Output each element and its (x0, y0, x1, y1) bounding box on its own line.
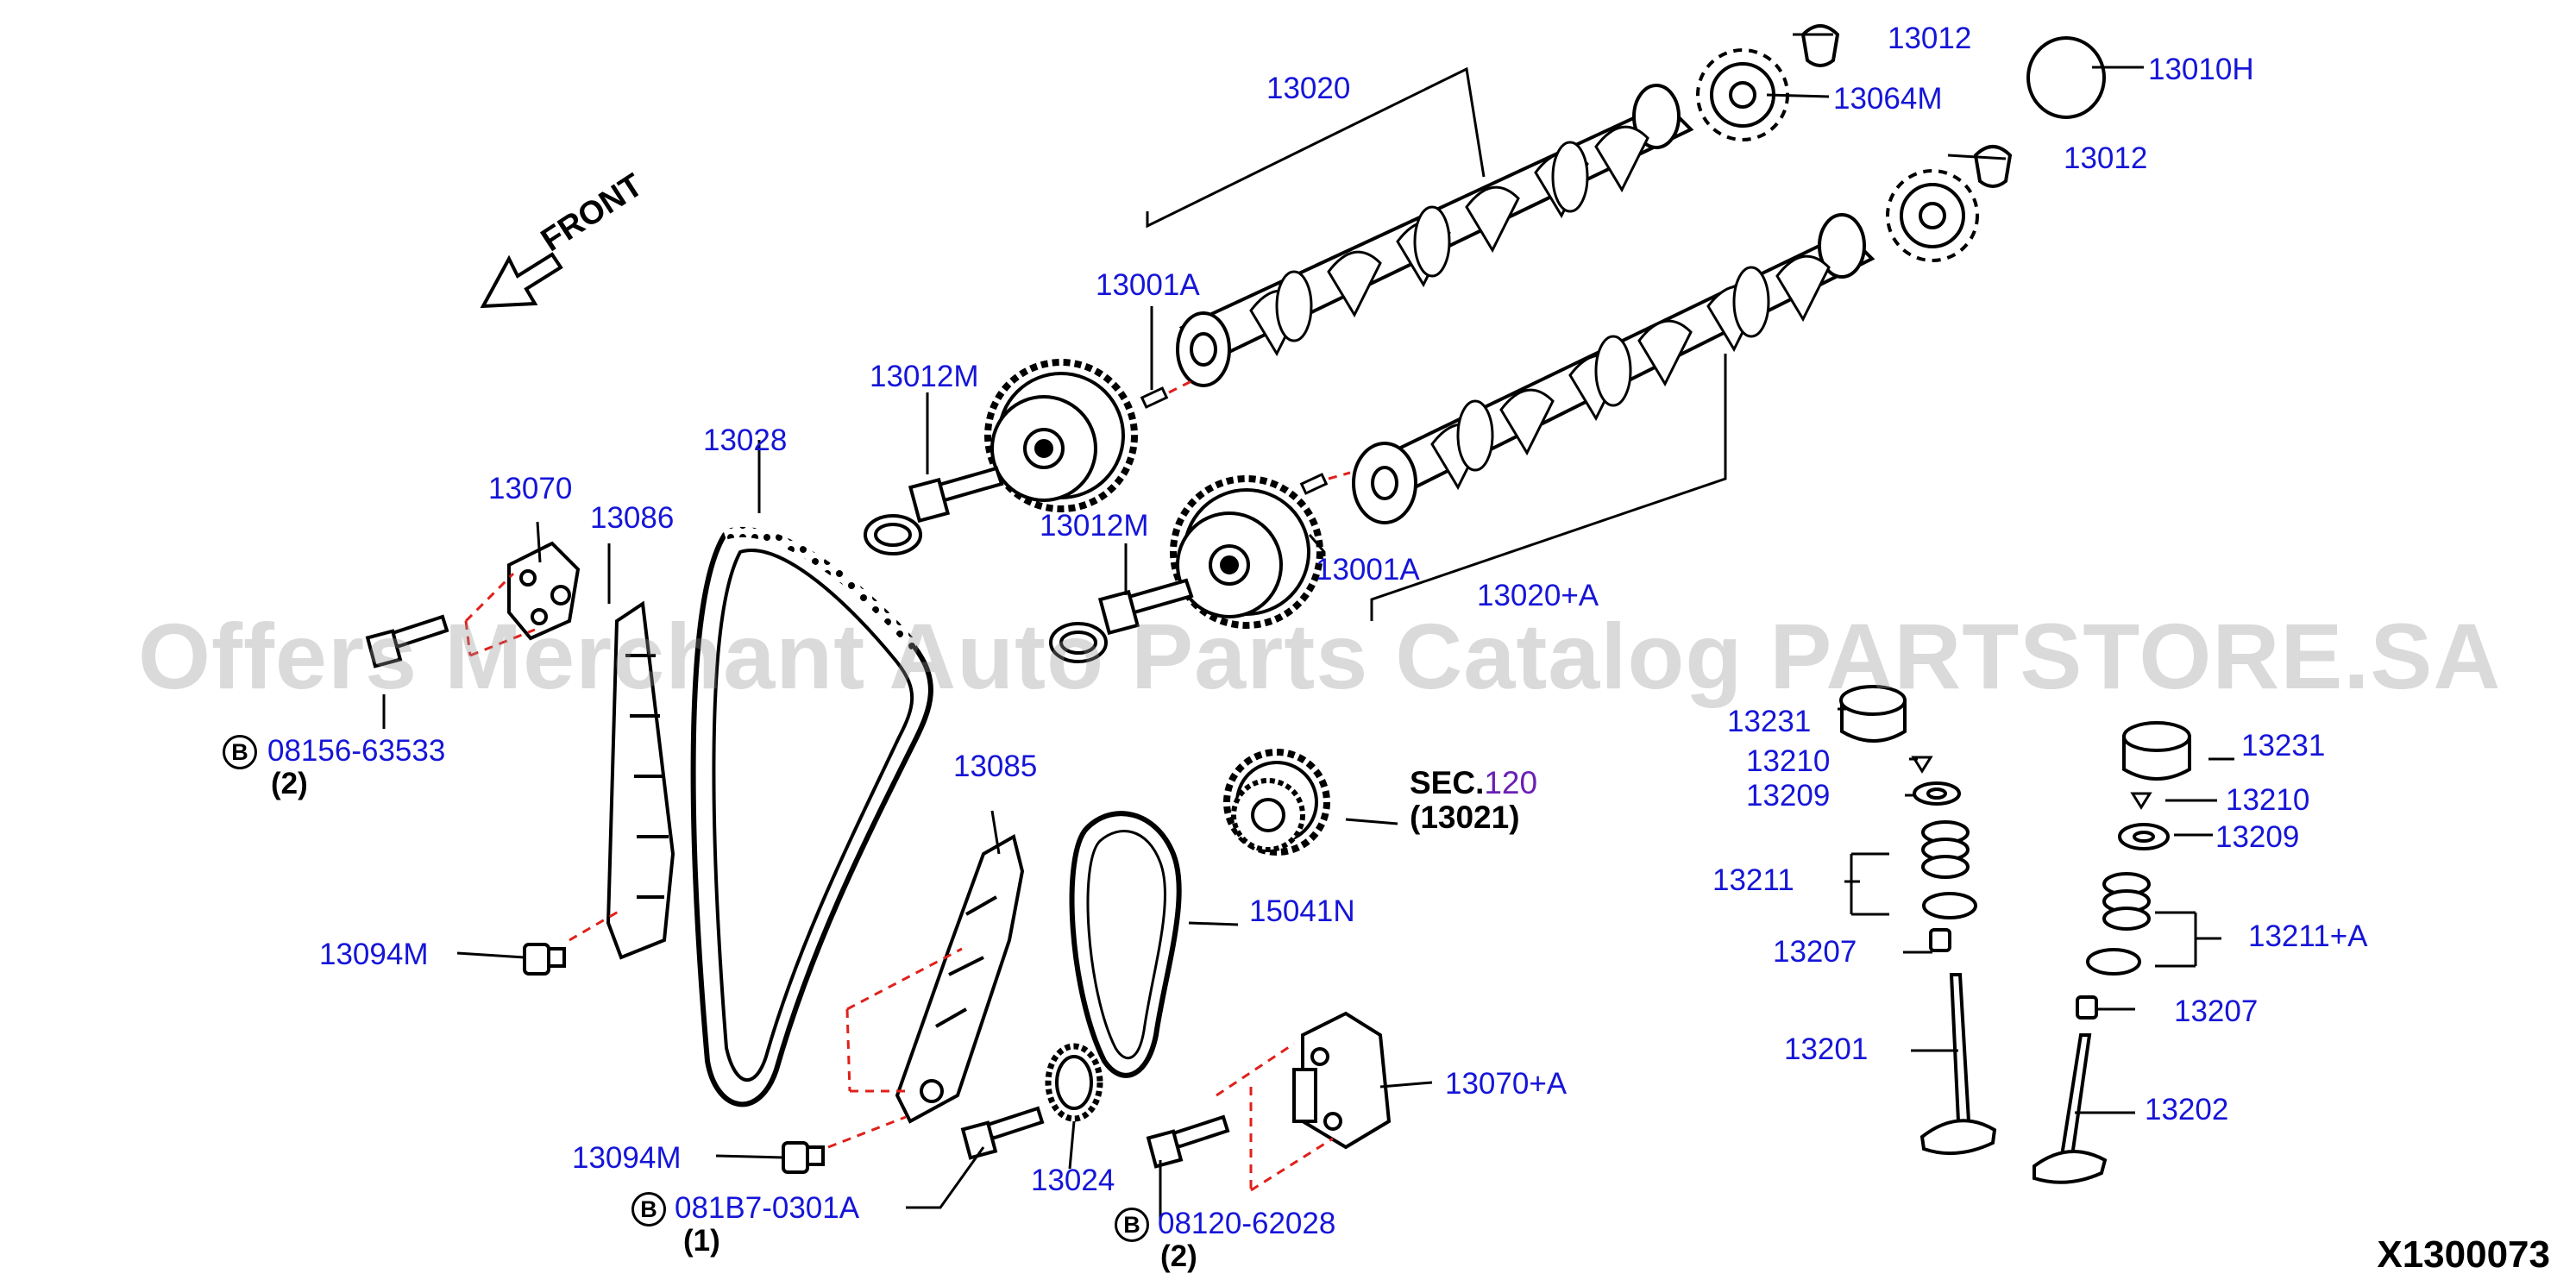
assembly-dash-lines (464, 378, 1351, 1192)
part-label-13201[interactable]: 13201 (1784, 1032, 1869, 1066)
chain-tensioner-left (507, 541, 581, 641)
part-label-13085[interactable]: 13085 (953, 750, 1038, 783)
part-label-13207-right[interactable]: 13207 (2174, 995, 2259, 1028)
tensioner-bolt-right (1146, 1114, 1230, 1169)
crank-sprocket (1223, 749, 1330, 856)
cover-plate (2026, 36, 2106, 119)
valve-lifter-left (1839, 685, 1907, 743)
part-label-13207-left[interactable]: 13207 (1773, 935, 1857, 969)
part-label-13086[interactable]: 13086 (590, 501, 675, 535)
part-label-13024[interactable]: 13024 (1031, 1164, 1115, 1197)
dowel-pin-lower (1299, 473, 1329, 495)
bolt-marker-icon: B (1115, 1208, 1149, 1242)
plug-lower (1973, 145, 2013, 188)
valve-spring-left (1921, 820, 1977, 919)
part-label-13028[interactable]: 13028 (703, 424, 788, 457)
valve-seal-right (2076, 995, 2098, 1020)
part-label-13012M-upper[interactable]: 13012M (870, 360, 979, 393)
diagram-id: X1300073 (2377, 1233, 2550, 1276)
valve-retainer-right (2118, 823, 2170, 850)
exhaust-valve (2033, 1033, 2108, 1184)
washer-lower (1049, 622, 1108, 663)
intake-cam-sprocket (984, 359, 1138, 512)
trigger-plate-upper (1696, 48, 1789, 141)
part-label-13094M-upper[interactable]: 13094M (319, 938, 429, 971)
part-label-08120-62028[interactable]: 08120-62028 (1158, 1207, 1336, 1240)
oil-pump-sprocket (1045, 1043, 1103, 1122)
front-arrow-icon (480, 252, 563, 309)
part-label-13231-left[interactable]: 13231 (1727, 705, 1812, 738)
dowel-pin-upper (1140, 386, 1169, 409)
part-label-13001A-upper[interactable]: 13001A (1096, 268, 1200, 302)
part-label-13070A[interactable]: 13070+A (1445, 1067, 1568, 1101)
valve-keeper-right (2130, 792, 2152, 810)
exhaust-cam-sprocket (1170, 475, 1323, 629)
intake-valve (1919, 973, 1997, 1156)
chain-guide-left (606, 600, 675, 960)
part-label-13211[interactable]: 13211 (1712, 863, 1794, 897)
tensioner-lever (895, 833, 1025, 1124)
part-label-15041N[interactable]: 15041N (1249, 894, 1355, 928)
washer-upper (864, 514, 922, 555)
part-label-13010H[interactable]: 13010H (2148, 53, 2254, 86)
valve-retainer-left (1913, 781, 1961, 806)
qty-081B7-0301A: (1) (683, 1224, 720, 1258)
qty-08156-63533: (2) (271, 767, 308, 800)
chain-tensioner-right (1292, 1011, 1392, 1150)
part-label-13012-upper[interactable]: 13012 (1888, 22, 1972, 55)
tensioner-bolt-left (365, 614, 449, 668)
sec-reference[interactable]: SEC.120 (1410, 766, 1537, 800)
part-label-13020A[interactable]: 13020+A (1477, 579, 1599, 612)
part-label-13209-left[interactable]: 13209 (1746, 779, 1831, 813)
part-label-13210-left[interactable]: 13210 (1746, 744, 1831, 778)
watermark: Offers Merchant Auto Parts Catalog PARTS… (138, 604, 2502, 708)
bolt-marker-icon: B (631, 1192, 666, 1227)
part-label-13210-right[interactable]: 13210 (2226, 783, 2310, 817)
part-label-13094M-lower[interactable]: 13094M (572, 1141, 682, 1175)
sprocket-bolt-lower (1097, 578, 1194, 636)
exhaust-camshaft (1352, 213, 1875, 524)
trigger-plate-lower (1886, 169, 1979, 262)
part-label-13231-right[interactable]: 13231 (2241, 729, 2326, 762)
part-label-13020[interactable]: 13020 (1266, 72, 1351, 105)
valve-spring-right (2086, 872, 2151, 976)
part-label-13064M[interactable]: 13064M (1833, 82, 1943, 116)
sec-subref: (13021) (1410, 800, 1520, 835)
part-label-13211A[interactable]: 13211+A (2248, 919, 2368, 953)
sprocket-bolt-upper (908, 466, 1004, 524)
guide-pin-lower (782, 1141, 825, 1174)
sec-prefix: SEC. (1410, 765, 1485, 800)
part-label-13202[interactable]: 13202 (2145, 1093, 2229, 1126)
part-label-08156-63533[interactable]: 08156-63533 (267, 734, 446, 768)
valve-keeper-left (1911, 756, 1933, 774)
qty-08120-62028: (2) (1160, 1239, 1197, 1273)
leader-lines (382, 33, 2234, 1220)
part-label-13209-right[interactable]: 13209 (2215, 820, 2300, 854)
plug-upper (1800, 24, 1840, 67)
bolt-marker-icon: B (223, 735, 257, 769)
valve-lifter-right (2122, 721, 2191, 781)
lever-bolt (960, 1106, 1045, 1160)
timing-chain (690, 526, 933, 1107)
part-label-13001A-lower[interactable]: 13001A (1316, 553, 1420, 587)
part-label-081B7-0301A[interactable]: 081B7-0301A (675, 1191, 860, 1225)
guide-pin-upper (523, 943, 566, 976)
sec-ref-link[interactable]: 120 (1484, 765, 1538, 800)
part-label-13012-lower[interactable]: 13012 (2064, 141, 2148, 175)
part-label-13012M-lower[interactable]: 13012M (1040, 509, 1149, 543)
part-label-13070[interactable]: 13070 (488, 472, 573, 505)
oil-pump-chain (1069, 811, 1182, 1078)
intake-camshaft (1176, 84, 1694, 387)
valve-seal-left (1929, 928, 1951, 952)
